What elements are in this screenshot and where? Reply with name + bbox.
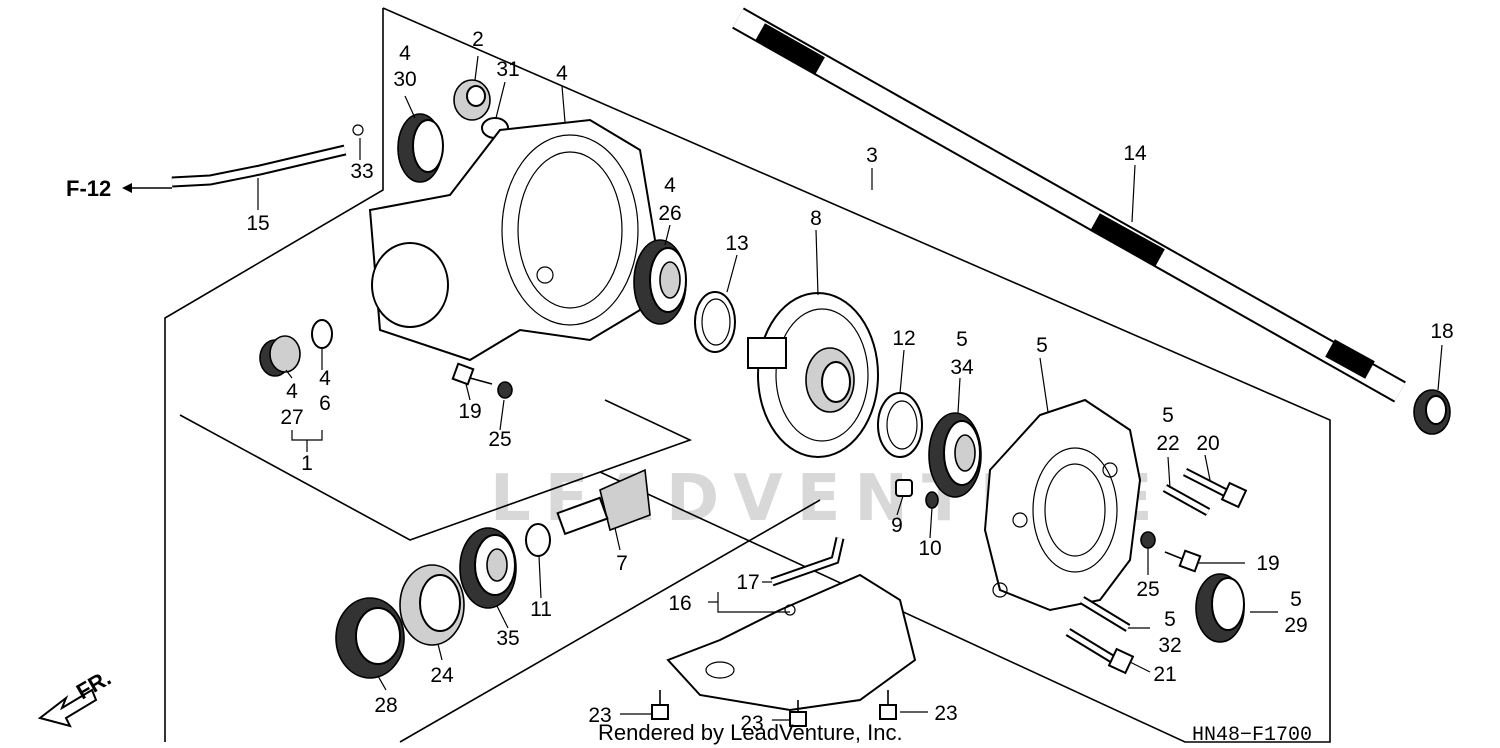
callout-19: 19 <box>458 400 481 423</box>
callout-25: 25 <box>488 428 511 451</box>
callout-5: 5 <box>956 328 968 351</box>
part-28-oil-seal[interactable] <box>335 597 405 679</box>
part-2-cap[interactable] <box>453 79 491 121</box>
callout-19: 19 <box>1256 552 1279 575</box>
callout-30: 30 <box>393 68 416 91</box>
callout-23: 23 <box>934 702 957 725</box>
front-direction-arrow: FR. <box>37 665 115 728</box>
part-23-bolt-center[interactable] <box>789 700 807 727</box>
part-16-skid-plate[interactable] <box>666 573 917 712</box>
part-15-breather-tube[interactable] <box>171 124 364 188</box>
part-8-ring-gear[interactable] <box>747 292 879 458</box>
part-17-tube[interactable] <box>770 537 845 587</box>
callout-25: 25 <box>1136 578 1159 601</box>
part-26-bearing[interactable] <box>633 239 687 325</box>
callout-5: 5 <box>1164 608 1176 631</box>
part-32-stud-bolt[interactable] <box>1079 596 1131 632</box>
render-credit: Rendered by LeadVenture, Inc. <box>598 720 903 745</box>
ref-f12-label[interactable]: F-12 <box>66 176 111 201</box>
callout-4: 4 <box>286 380 298 403</box>
diagram-reference-code: HN48−F1700 <box>1192 724 1312 747</box>
callout-8: 8 <box>810 207 822 230</box>
part-13-shim[interactable] <box>694 291 736 353</box>
callout-4: 4 <box>664 174 676 197</box>
callout-17: 17 <box>736 571 759 594</box>
part-34-bearing[interactable] <box>928 412 982 498</box>
callout-13: 13 <box>725 232 748 255</box>
callout-29: 29 <box>1284 614 1307 637</box>
callout-5: 5 <box>1162 404 1174 427</box>
part-14-axle-shaft[interactable] <box>732 7 1406 403</box>
callout-32: 32 <box>1158 634 1181 657</box>
part-18-dust-cap[interactable] <box>1413 389 1451 435</box>
callout-2: 2 <box>472 28 484 51</box>
part-7-pinion-gear[interactable] <box>556 468 651 536</box>
callout-15: 15 <box>246 212 269 235</box>
callout-6: 6 <box>319 392 331 415</box>
callout-10: 10 <box>918 537 941 560</box>
part-5-gear-case-cover[interactable] <box>983 398 1142 612</box>
callout-4: 4 <box>319 367 331 390</box>
callout-9: 9 <box>891 514 903 537</box>
callout-1: 1 <box>301 452 313 475</box>
callout-3: 3 <box>866 144 878 167</box>
callout-34: 34 <box>950 356 974 379</box>
part-23-bolt-right[interactable] <box>879 690 897 720</box>
assembly-frame <box>164 7 1331 743</box>
part-11-shim[interactable] <box>525 523 551 557</box>
callout-11: 11 <box>530 598 552 621</box>
part-25-washer-right[interactable] <box>1140 531 1156 549</box>
callout-14: 14 <box>1123 142 1147 165</box>
ref-f12[interactable]: F-12 <box>66 176 172 201</box>
callout-4: 4 <box>399 42 411 65</box>
callout-23: 23 <box>588 704 611 727</box>
part-25-washer-left[interactable] <box>497 381 513 399</box>
callout-20: 20 <box>1196 432 1219 455</box>
part-29-oil-seal[interactable] <box>1195 573 1245 643</box>
callout-12: 12 <box>892 327 915 350</box>
callout-24: 24 <box>430 664 454 687</box>
callout-26: 26 <box>658 202 681 225</box>
callout-4: 4 <box>556 62 568 85</box>
part-19-bolt-right[interactable] <box>1164 549 1202 573</box>
callout-21: 21 <box>1153 663 1176 686</box>
callout-5: 5 <box>1036 334 1048 357</box>
part-12-shim[interactable] <box>877 392 923 458</box>
callout-28: 28 <box>374 694 397 717</box>
part-9-pin[interactable] <box>895 479 913 497</box>
callout-22: 22 <box>1156 432 1179 455</box>
callout-5: 5 <box>1290 588 1302 611</box>
callout-18: 18 <box>1430 320 1453 343</box>
callout-7: 7 <box>616 552 628 575</box>
callout-27: 27 <box>280 406 303 429</box>
part-10-washer[interactable] <box>925 491 939 509</box>
part-19-bolt-left[interactable] <box>451 362 493 386</box>
part-24-bearing-holder[interactable] <box>399 564 465 646</box>
callout-16: 16 <box>668 592 691 615</box>
part-20-flange-bolt[interactable] <box>1182 467 1248 509</box>
leader-lines <box>257 55 1443 721</box>
callout-31: 31 <box>496 58 519 81</box>
part-35-bearing[interactable] <box>459 527 517 609</box>
part-4-gear-case[interactable] <box>368 118 657 362</box>
part-22-stud-bolt[interactable] <box>1162 484 1211 516</box>
part-27-bearing[interactable] <box>259 335 301 377</box>
callout-35: 35 <box>496 627 519 650</box>
part-23-bolt-left[interactable] <box>651 690 669 720</box>
callout-23: 23 <box>740 712 763 735</box>
part-30-oil-seal[interactable] <box>397 113 444 183</box>
callout-33: 33 <box>350 160 373 183</box>
callout-labels: 4 30 2 31 4 33 15 4 27 4 6 1 19 25 4 26 … <box>246 28 1453 735</box>
part-21-flange-bolt[interactable] <box>1065 628 1135 675</box>
part-6-circlip[interactable] <box>311 319 333 349</box>
